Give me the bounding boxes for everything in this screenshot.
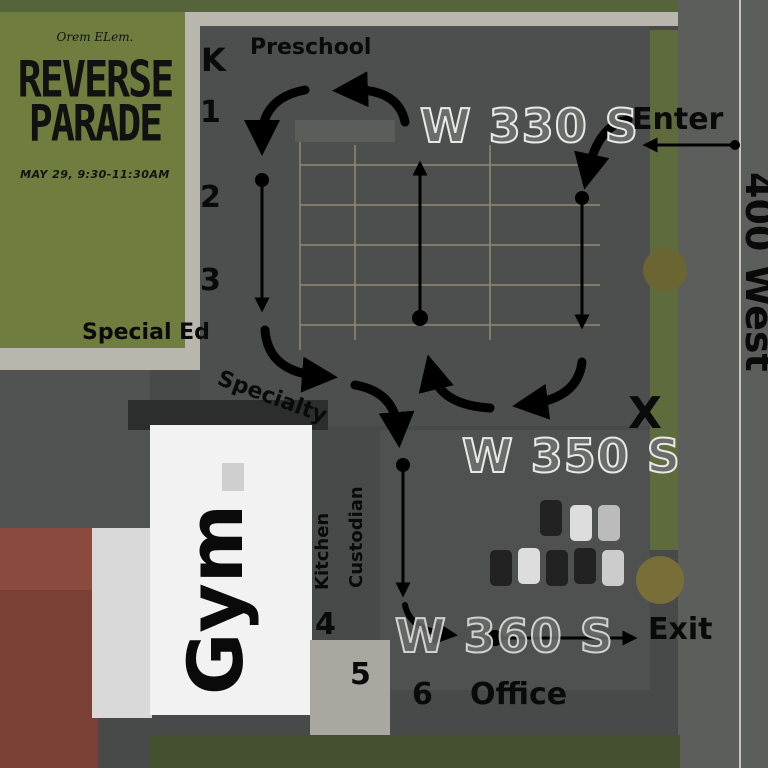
stop-label-special-ed: Special Ed xyxy=(82,320,210,345)
arrow-special-ed-curve xyxy=(260,325,338,393)
title-line-1: REVERSE xyxy=(17,51,175,109)
street-label-w330: W 330 S xyxy=(419,99,639,153)
stop-label-3: 3 xyxy=(200,263,221,298)
route-label-exit: Exit xyxy=(648,612,713,647)
tree-right-1 xyxy=(643,248,687,292)
stop-label-5: 5 xyxy=(350,657,371,692)
stop-label-k: K xyxy=(201,41,226,79)
stop-label-1: 1 xyxy=(200,95,221,130)
gym-roof-vent xyxy=(222,463,244,491)
title-block: Orem ELem. REVERSE PARADE MAY 29, 9:30-1… xyxy=(0,30,190,181)
event-date: MAY 29, 9:30-11:30AM xyxy=(20,168,170,181)
parking-stripes xyxy=(299,135,600,350)
tree-right-2 xyxy=(636,556,684,604)
arrow-enter-curve xyxy=(574,115,633,190)
street-label-w360: W 360 S xyxy=(394,609,614,663)
street-label-400-west: 400 West xyxy=(737,172,768,372)
dot-enter xyxy=(730,140,740,150)
stop-label-4: 4 xyxy=(315,607,336,642)
tree-line-bottom xyxy=(150,735,680,768)
stop-label-office: Office xyxy=(470,677,568,712)
arrow-office-curve xyxy=(402,602,458,645)
arrow-top-left-curve xyxy=(244,85,310,156)
arrow-bottom-mid-curve xyxy=(418,354,495,413)
route-label-enter: Enter xyxy=(632,102,724,137)
sidewalk-mid xyxy=(0,348,200,370)
annex-roof xyxy=(92,528,152,718)
stop-label-2: 2 xyxy=(200,180,221,215)
parking-island xyxy=(295,120,395,142)
grass-field xyxy=(0,10,192,350)
sidewalk-lower xyxy=(310,640,390,750)
street-label-w350: W 350 S xyxy=(461,429,681,483)
title-line-2: PARADE xyxy=(28,95,164,153)
arrow-specialty-curve xyxy=(350,380,415,448)
route-label-x-mark: X xyxy=(628,388,662,439)
red-roof-shade xyxy=(0,590,98,768)
stop-label-custodian: Custodian xyxy=(346,486,367,588)
parked-cars xyxy=(490,500,624,586)
road-400-west xyxy=(678,0,768,768)
tree-line-top xyxy=(0,0,680,12)
stop-label-preschool: Preschool xyxy=(250,35,372,60)
road-left xyxy=(0,370,150,530)
sidewalk-left xyxy=(185,12,201,362)
stop-label-6: 6 xyxy=(412,677,433,712)
sidewalk-top xyxy=(185,12,685,26)
stop-label-kitchen: Kitchen xyxy=(312,512,333,590)
gym-label: Gym xyxy=(171,503,260,695)
school-name: Orem ELem. xyxy=(56,30,134,44)
arrow-top-right-curve xyxy=(332,71,410,127)
arrow-bottom-right-curve xyxy=(512,357,587,420)
